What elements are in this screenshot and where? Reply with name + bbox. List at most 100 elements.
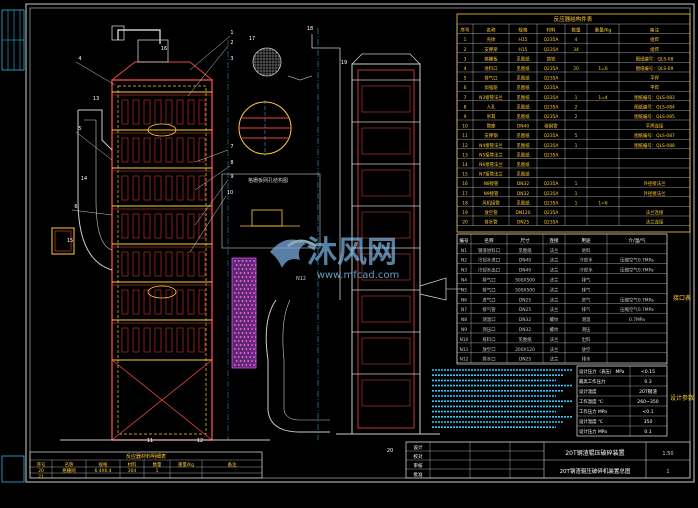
packing-dot	[241, 340, 244, 342]
parts-table-cell: Q235A	[544, 47, 559, 53]
tier-bay	[198, 289, 206, 315]
parts-table-cell: N4接管法兰	[479, 142, 503, 149]
parts-table-cell: 2	[575, 104, 578, 110]
packing-dot	[241, 348, 244, 350]
parts-table-cell: 排气口	[484, 75, 497, 82]
parts-table-cell: N5接管法兰	[479, 151, 503, 158]
nozzle-table-cell: 法兰	[550, 247, 559, 254]
callout-number: 17	[249, 36, 255, 42]
packing-dot	[243, 344, 246, 346]
nozzle-table-cell: 出料	[582, 336, 591, 343]
parts-table-cell: 5	[575, 133, 578, 139]
packing-dot	[234, 284, 236, 286]
grid-mesh	[253, 48, 281, 76]
nozzle-table-cell: 冷却水	[579, 267, 593, 274]
parts-table-cell: DN32	[517, 181, 529, 187]
packing-dot	[239, 272, 242, 274]
tier-bay	[187, 175, 195, 201]
nozzle-table-cell: 测压口	[482, 326, 495, 333]
detail-title: 格栅板网孔结构图	[248, 177, 288, 184]
parts-table-cell: 支撑梁	[484, 46, 498, 53]
packing-dot	[249, 292, 252, 294]
packing-dot	[251, 328, 253, 330]
packing-dot	[241, 268, 244, 270]
nozzle-table-cell: 螺纹	[550, 316, 559, 323]
packing-dot	[251, 312, 253, 314]
design-param-value: 0.3	[644, 379, 651, 385]
tier-bay	[198, 327, 206, 353]
packing-dot	[247, 264, 250, 266]
packing-dot	[245, 308, 248, 310]
packing-dot	[245, 260, 248, 262]
packing-dot	[243, 264, 246, 266]
packing-dot	[234, 332, 236, 334]
packing-dot	[241, 276, 244, 278]
design-param-value: 20T钢渣	[639, 388, 657, 395]
parts-table-cell: Q235A	[544, 191, 559, 197]
manhole-bottom	[147, 285, 177, 299]
nozzle-table-cell: 压缩空气0.7MPa	[620, 267, 654, 274]
parts-table-cell: 见图纸	[516, 84, 530, 91]
callout-number: 13	[93, 96, 99, 102]
nozzle-table-cell: N8	[461, 317, 467, 323]
title-block-label: 设计	[413, 444, 423, 451]
parts-table-cell: 见图纸	[516, 142, 530, 149]
parts-table-cell: 排水管	[484, 219, 498, 226]
packing-dot	[245, 268, 248, 270]
parts-table-cell: 碳钢管	[544, 123, 558, 130]
parts-table-cell: 加强筋	[484, 84, 498, 91]
packing-dot	[249, 268, 252, 270]
callout-number: 6	[74, 204, 77, 210]
callout-number: 18	[307, 26, 313, 32]
packing-dot	[234, 300, 236, 302]
parts-table-cell: 人孔	[487, 103, 496, 110]
tier-bay	[143, 137, 151, 163]
packing-dot	[241, 332, 244, 334]
side-top-pipe	[311, 34, 341, 300]
parts-table-cell: 铸铁	[547, 55, 556, 62]
packing-dot	[247, 360, 250, 362]
side-label-design-text: 设计参数	[670, 394, 694, 402]
tier-bay	[154, 251, 162, 277]
parts-table-cell: 1=6	[598, 66, 607, 72]
side-tier-bay	[361, 211, 411, 239]
packing-dot	[249, 300, 252, 302]
nozzle-table-cell: N4	[461, 278, 467, 284]
nozzle-table-cell: DN25	[519, 307, 531, 313]
packing-dot	[254, 264, 257, 266]
nozzle-table-cell: 法兰	[550, 306, 559, 313]
tier-bay	[132, 251, 140, 277]
packing-dot	[239, 296, 242, 298]
nozzle-table-header: 尺寸	[520, 237, 530, 244]
tier-bay	[154, 327, 162, 353]
leader-line	[194, 179, 229, 226]
parts-table-cell: H15	[519, 37, 528, 43]
packing-dot	[254, 352, 257, 354]
nozzle-table-cell: 进气	[582, 296, 591, 303]
nozzle-table-cell: 压缩空气0.7MPa	[620, 306, 654, 313]
exhaust-flange	[111, 25, 125, 41]
watermark-logo-icon-accent	[287, 239, 317, 248]
parts-table-cell: 1	[575, 95, 578, 101]
callout-number: 10	[227, 190, 233, 196]
callout-number: 9	[230, 174, 233, 180]
detail-frame	[221, 173, 321, 249]
nozzle-table-cell: 法兰	[550, 346, 559, 353]
parts-table-header: 备注	[650, 27, 660, 34]
watermark-url: www.mfcad.com	[317, 270, 400, 281]
parts-table-cell: 13	[462, 152, 468, 158]
tier-bay	[198, 213, 206, 239]
tier-bay	[143, 289, 151, 315]
bottom-table-header: 重量/Kg	[178, 461, 194, 468]
left-margin-bottom	[1, 455, 25, 483]
packing-dot	[237, 356, 240, 358]
nozzle-table-cell: 放空口	[482, 346, 495, 353]
packing-dot	[251, 304, 253, 306]
parts-table-cell: 15	[462, 172, 468, 178]
packing-dot	[247, 328, 250, 330]
parts-table-cell: Q235A	[544, 95, 559, 101]
tier-bay	[132, 99, 140, 125]
packing-dot	[235, 312, 238, 314]
design-param-value: 0.1	[644, 429, 651, 435]
tier-bay	[165, 251, 173, 277]
